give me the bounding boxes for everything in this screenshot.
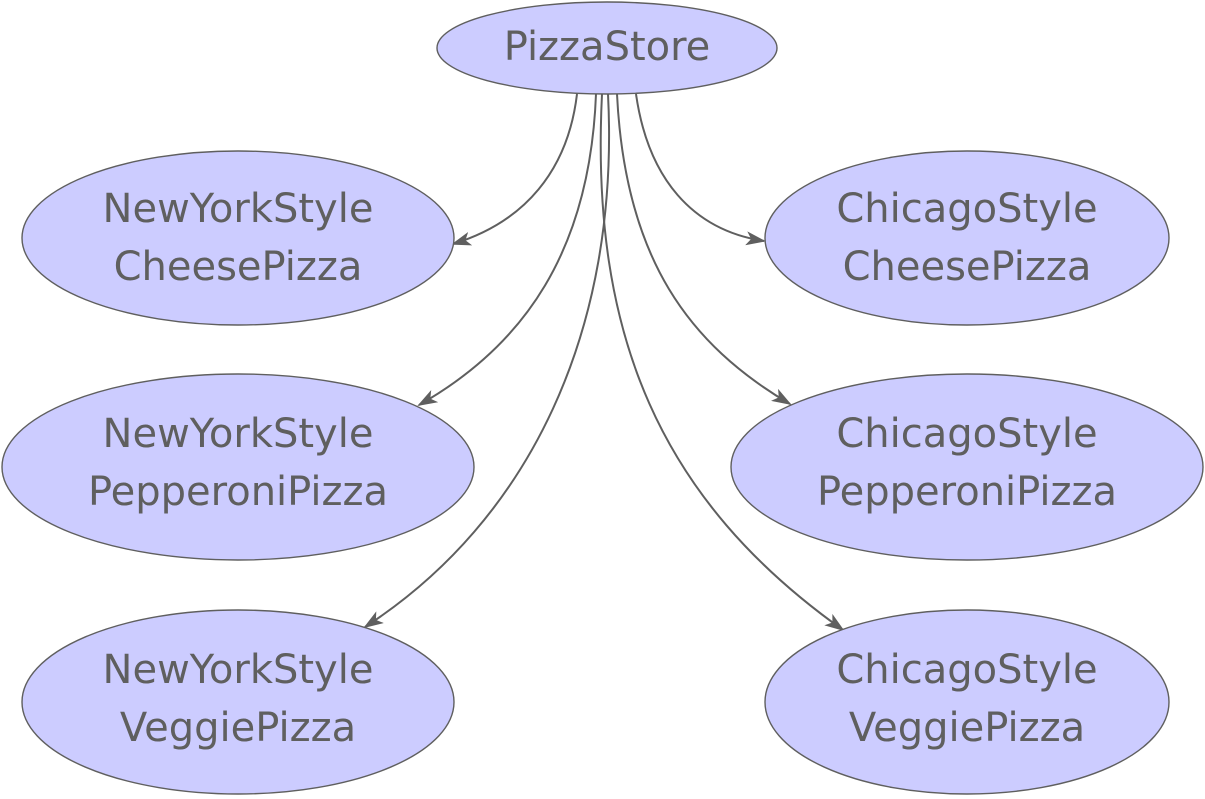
node-chicago-pepperoni-line1: ChicagoStyle: [836, 411, 1097, 457]
edge-pizzastore-to-chicago-veggie: [599, 93, 845, 632]
node-newyork-pepperoni-line1: NewYorkStyle: [103, 411, 374, 457]
node-newyork-veggie: NewYorkStyle VeggiePizza: [21, 609, 455, 795]
node-chicago-cheese-shape: [764, 150, 1170, 326]
node-pizzastore: PizzaStore: [436, 1, 778, 95]
node-pizzastore-label: PizzaStore: [504, 24, 711, 70]
node-chicago-cheese: ChicagoStyle CheesePizza: [764, 150, 1170, 326]
edges: [363, 93, 845, 632]
node-newyork-cheese-line1: NewYorkStyle: [103, 186, 374, 232]
node-chicago-veggie-line2: VeggiePizza: [849, 705, 1085, 751]
node-chicago-pepperoni: ChicagoStyle PepperoniPizza: [730, 373, 1204, 561]
node-newyork-pepperoni: NewYorkStyle PepperoniPizza: [1, 373, 475, 561]
node-newyork-cheese-shape: [21, 150, 455, 326]
edge-pizzastore-to-chicago-pepperoni: [616, 93, 792, 406]
node-newyork-pepperoni-line2: PepperoniPizza: [88, 469, 388, 515]
node-newyork-veggie-line2: VeggiePizza: [120, 705, 356, 751]
node-chicago-pepperoni-line2: PepperoniPizza: [817, 469, 1117, 515]
node-chicago-cheese-line1: ChicagoStyle: [836, 186, 1097, 232]
node-chicago-veggie: ChicagoStyle VeggiePizza: [764, 609, 1170, 795]
node-chicago-veggie-line1: ChicagoStyle: [836, 647, 1097, 693]
node-newyork-veggie-shape: [21, 609, 455, 795]
edge-pizzastore-to-newyork-pepperoni: [417, 93, 597, 406]
edge-pizzastore-to-newyork-veggie: [363, 93, 610, 629]
node-chicago-veggie-shape: [764, 609, 1170, 795]
node-pizzastore-shape: [436, 1, 778, 95]
node-chicago-cheese-line2: CheesePizza: [843, 244, 1092, 290]
edge-pizzastore-to-chicago-cheese: [635, 93, 766, 246]
node-newyork-cheese-line2: CheesePizza: [114, 244, 363, 290]
node-newyork-pepperoni-shape: [1, 373, 475, 561]
node-newyork-cheese: NewYorkStyle CheesePizza: [21, 150, 455, 326]
node-chicago-pepperoni-shape: [730, 373, 1204, 561]
edge-pizzastore-to-newyork-cheese: [451, 93, 578, 246]
node-newyork-veggie-line1: NewYorkStyle: [103, 647, 374, 693]
